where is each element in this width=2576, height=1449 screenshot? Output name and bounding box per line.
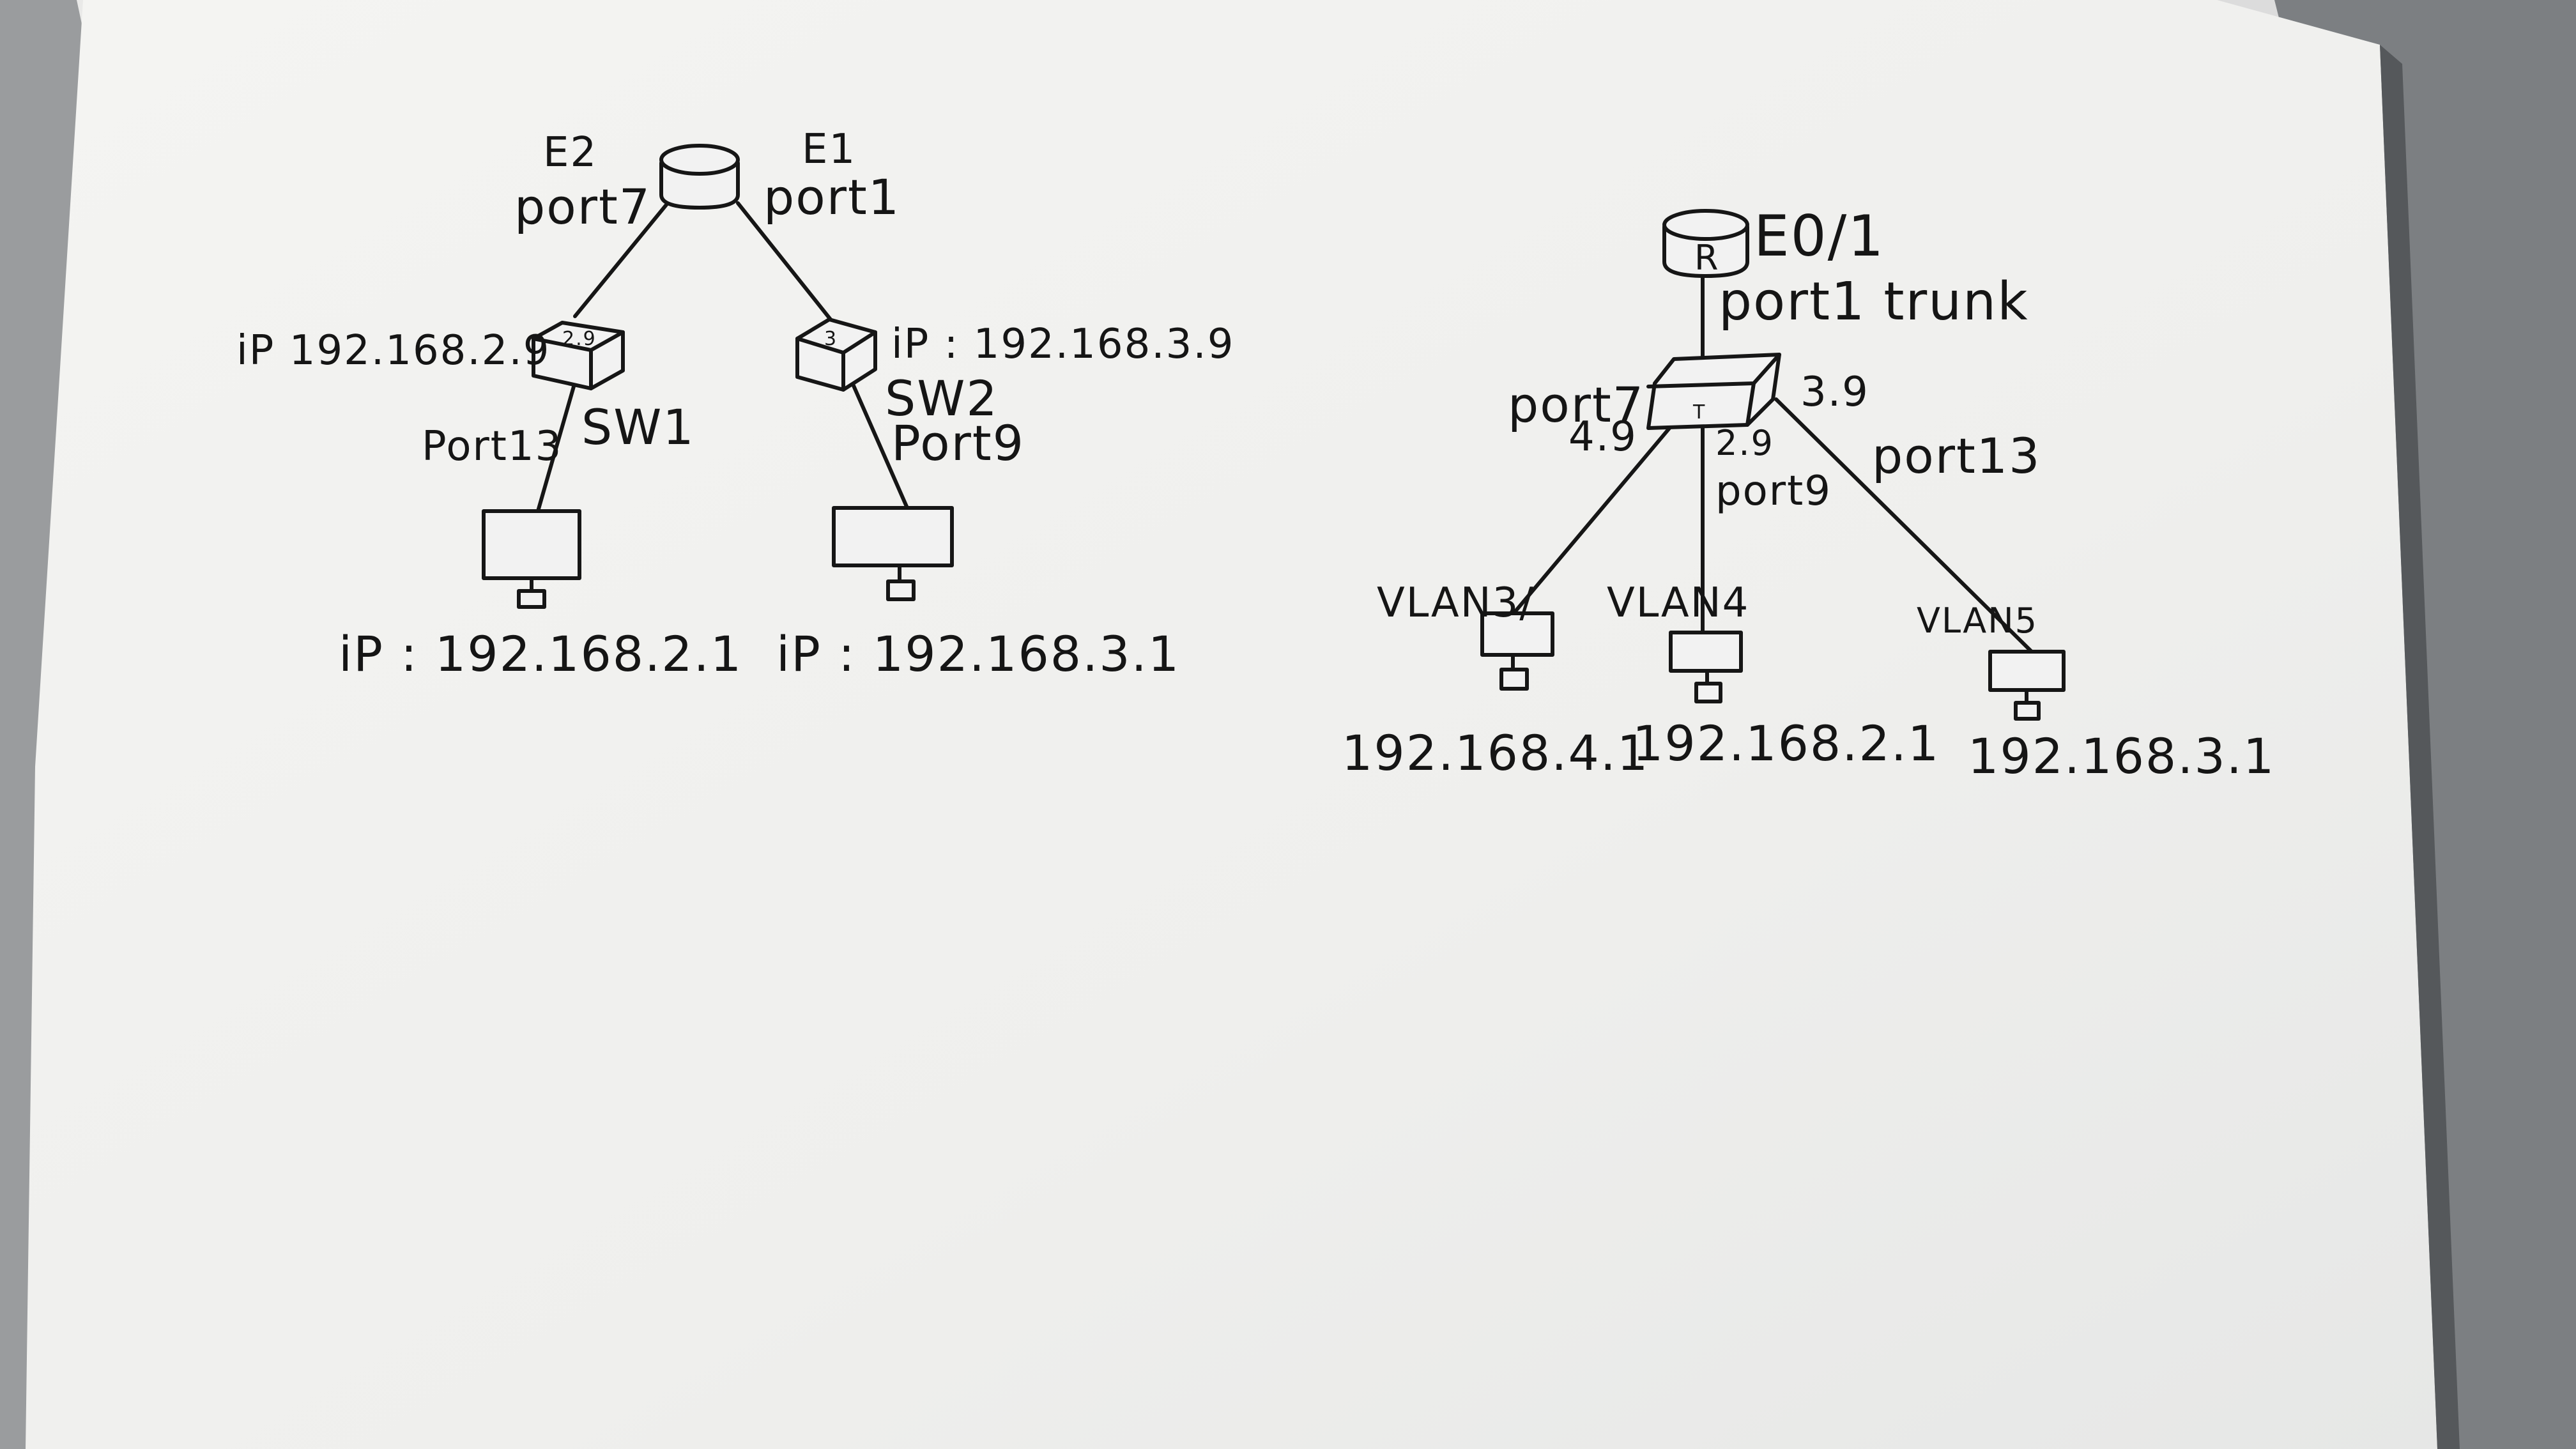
switch-left-addr-label: 4.9 — [1568, 413, 1637, 461]
router-interface-label: E0/1 — [1754, 203, 1885, 269]
router-right-interface-label: E1 — [802, 126, 856, 173]
switch1-icon-mark: 2.9 — [562, 328, 597, 350]
router-trunk-label: port1 trunk — [1719, 272, 2029, 332]
switch1-icon: 2.9 — [532, 321, 625, 390]
pc-vlan3-icon — [1480, 611, 1554, 691]
router-r-letter: R — [1694, 238, 1720, 278]
pc-vlan4-vlan-label: VLAN4 — [1607, 579, 1749, 627]
switch-right-port-label: port13 — [1872, 427, 2041, 484]
router-icon — [659, 144, 740, 210]
switch2-port-label: Port9 — [891, 415, 1025, 471]
router-r-icon: R — [1662, 209, 1749, 278]
switch2-icon: 3 — [795, 318, 877, 392]
pc1-ip-label: iP : 192.168.2.1 — [339, 625, 742, 682]
paper-shadow-edge — [2380, 45, 2460, 1449]
switch-left-port-label: port7 — [1508, 376, 1644, 433]
switch-t-letter: T — [1692, 401, 1706, 424]
pc-vlan3-ip-label: 192.168.4.1 — [1342, 724, 1649, 781]
pc2-ip-label: iP : 192.168.3.1 — [776, 625, 1180, 682]
switch-mid-port-label: port9 — [1715, 468, 1832, 515]
switch-t-icon: T — [1646, 353, 1781, 430]
pc-vlan4-icon — [1669, 631, 1743, 703]
right-network-diagram: R T E0/1 port1 trunk p — [1342, 203, 2275, 785]
switch2-name-label: SW2 — [885, 370, 999, 427]
switch2-ip-label: iP : 192.168.3.9 — [891, 321, 1234, 368]
router-left-interface-label: E2 — [543, 129, 597, 176]
pc-vlan3-vlan-label: VLAN3/ — [1377, 579, 1535, 627]
pc1-icon — [482, 509, 581, 609]
link-router-sw1 — [573, 201, 670, 318]
router-right-port-label: port1 — [763, 169, 900, 226]
link-switch-pc-vlan5 — [1774, 397, 2034, 654]
pc2-icon — [832, 506, 954, 601]
link-sw2-pc2 — [848, 375, 909, 510]
switch1-ip-label: iP 192.168.2.9 — [236, 327, 551, 374]
switch1-port-label: Port13 — [422, 423, 562, 470]
pc-vlan5-icon — [1988, 650, 2066, 721]
link-router-sw2 — [736, 201, 832, 321]
switch-right-addr-label: 3.9 — [1800, 369, 1869, 416]
paper-sheet — [26, 0, 2437, 1449]
switch1-name-label: SW1 — [581, 399, 695, 456]
left-network-diagram: 2.9 3 E2 port7 E1 port1 iP 192.168.2.9 S… — [236, 126, 1234, 682]
switch2-icon-mark: 3 — [824, 328, 838, 350]
link-sw1-pc1 — [536, 385, 576, 513]
link-switch-pc-vlan3 — [1509, 413, 1682, 618]
pc-vlan4-ip-label: 192.168.2.1 — [1632, 715, 1940, 772]
switch-mid-addr-label: 2.9 — [1715, 423, 1774, 463]
pc-vlan5-vlan-label: VLAN5 — [1917, 601, 2038, 641]
pc-vlan5-ip-label: 192.168.3.1 — [1968, 728, 2275, 785]
router-left-port-label: port7 — [514, 178, 651, 235]
